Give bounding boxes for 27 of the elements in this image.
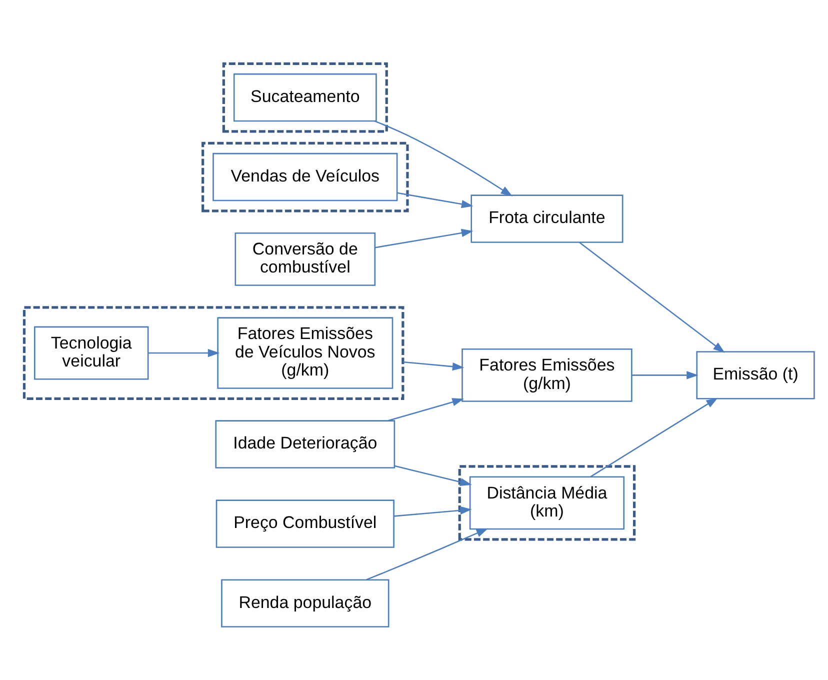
arrow <box>394 465 472 486</box>
arrow <box>397 192 474 208</box>
node-box: Preço Combustível <box>216 500 394 548</box>
node-box: Emissão (t) <box>696 351 815 400</box>
node-box: Sucateamento <box>233 73 377 122</box>
node-box: Distância Média (km) <box>469 476 625 530</box>
cluster <box>202 142 409 212</box>
node-box: Renda população <box>221 579 390 628</box>
node-box: Fatores Emissões de Veículos Novos (g/km) <box>217 317 394 389</box>
arrow <box>394 506 472 517</box>
node-box: Idade Deterioração <box>215 420 396 468</box>
arrow <box>632 371 698 380</box>
cluster <box>222 62 388 133</box>
node-box: Vendas de Veículos <box>212 152 398 202</box>
node-box: Fatores Emissões (g/km) <box>462 348 632 402</box>
arrow <box>388 398 464 422</box>
arrow <box>374 120 513 196</box>
arrow <box>366 528 488 580</box>
node-box: Frota circulante <box>470 194 624 243</box>
arrow <box>148 348 220 358</box>
node-box: Conversão de combustível <box>234 232 376 286</box>
arrow <box>579 242 725 353</box>
cluster <box>22 306 404 400</box>
arrow <box>590 398 718 478</box>
arrow <box>374 228 474 248</box>
arrow <box>402 361 464 371</box>
node-box: Tecnologia veicular <box>34 326 149 380</box>
